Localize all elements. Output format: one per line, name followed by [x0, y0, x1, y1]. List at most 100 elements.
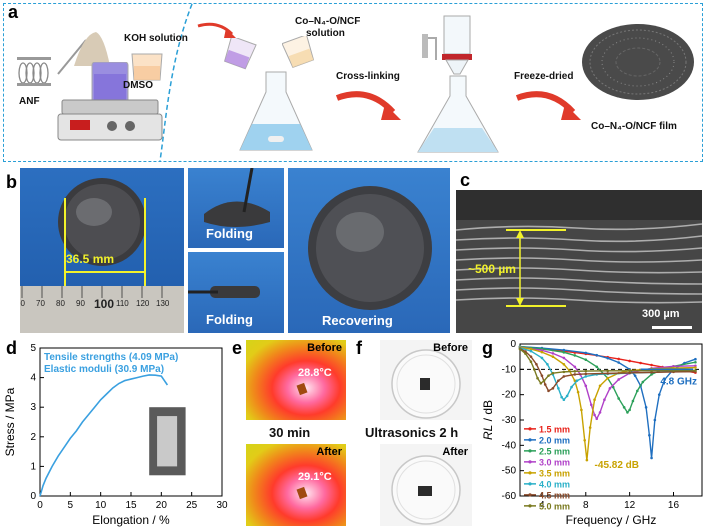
rl-series-point — [573, 373, 577, 376]
rl-series-point — [694, 360, 697, 364]
rl-series-point — [636, 389, 639, 393]
rl-series-point — [628, 371, 631, 375]
co-solution-label-2: solution — [306, 28, 345, 39]
rl-series-point — [584, 351, 588, 355]
ruler-tick: 120 — [136, 299, 150, 308]
rl-series-point — [551, 352, 555, 355]
rl-series-point — [598, 384, 602, 388]
red-arrow-1 — [197, 22, 236, 38]
legend-label: 2.0 mm — [539, 435, 570, 445]
photo-ruler-film: 36.5 mm 60 70 80 90 100 110 120 130 — [20, 168, 184, 333]
legend-label: 3.5 mm — [539, 468, 570, 478]
rl-series-point — [540, 374, 544, 377]
thermal-before-temp: 28.8°C — [298, 367, 332, 379]
rl-series-point — [639, 361, 642, 365]
anf-label: ANF — [19, 96, 40, 107]
rl-series-point — [694, 366, 697, 369]
y-tick-label: 4 — [30, 373, 36, 384]
rl-series-point — [650, 456, 653, 460]
rl-series-point — [546, 362, 549, 366]
x-tick-label: 10 — [95, 500, 107, 511]
y-tick-label: 2 — [30, 432, 36, 443]
y-tick-label: 1 — [30, 461, 36, 472]
folding-caption-1: Folding — [206, 226, 253, 241]
annotation-tensile: Tensile strengths (4.09 MPa) — [44, 352, 178, 363]
x-tick-label: 30 — [216, 500, 228, 511]
red-arrow-2 — [335, 91, 401, 120]
ruler-tick: 80 — [56, 299, 65, 308]
x-tick-label: 12 — [624, 500, 636, 511]
rl-series-point — [540, 356, 544, 360]
inset-clamp — [157, 416, 178, 467]
x-tick-label: 25 — [186, 500, 198, 511]
rl-series-point — [524, 352, 527, 355]
rl-series-point — [540, 350, 544, 354]
y-axis-label: Stress / MPa — [3, 387, 17, 456]
powder-pile-icon — [57, 32, 110, 75]
rl-series-point — [551, 355, 555, 358]
rl-series-point — [584, 375, 588, 378]
panel-a-divider — [159, 3, 193, 162]
rl-series-point — [648, 433, 651, 437]
legend-label: 4.0 mm — [539, 479, 570, 489]
rl-series-point — [650, 363, 653, 367]
rl-series-point — [547, 389, 550, 393]
rl-series-point — [576, 390, 580, 394]
legend-swatch-marker — [528, 438, 532, 442]
x-axis-label: Frequency / GHz — [566, 513, 657, 527]
rl-series-point — [595, 365, 599, 369]
rl-series-point — [606, 369, 610, 373]
panel-a-frame — [3, 3, 703, 162]
rl-series-point — [617, 361, 620, 364]
rl-series-point — [536, 376, 539, 380]
rl-series-point — [608, 387, 612, 390]
rl-series-point — [573, 354, 577, 357]
rl-series-point — [622, 406, 626, 409]
panel-label-d: d — [6, 338, 17, 358]
thermal-before-label: Before — [307, 342, 342, 354]
rl-series-point — [518, 347, 522, 351]
rl-series-point — [606, 372, 610, 375]
petri-after: After — [380, 444, 472, 526]
rl-series-point — [694, 357, 697, 361]
rl-series-point — [617, 378, 620, 381]
rl-series-point — [603, 398, 606, 402]
koh-beaker-icon — [131, 53, 163, 81]
anf-yarn-icon — [17, 57, 51, 86]
rl-series-point — [584, 372, 588, 376]
legend-label: 3.0 mm — [539, 457, 570, 467]
thermal-after-label: After — [316, 446, 342, 458]
ultrasonics-label: Ultrasonics 2 h — [365, 425, 459, 440]
rl-series-point — [633, 374, 637, 377]
x-tick-label: 15 — [125, 500, 137, 511]
erlenmeyer-flask-icon — [239, 71, 313, 151]
rl-series-point — [551, 371, 555, 375]
rl-series-point — [606, 356, 610, 360]
rl-series-point — [562, 351, 566, 354]
legend-swatch-marker — [528, 460, 532, 464]
y-axis-label-italic: RL — [481, 425, 495, 440]
pouring-beaker-right — [282, 36, 315, 68]
legend-label: 5.0 mm — [539, 501, 570, 511]
panel-label-g: g — [482, 338, 493, 358]
y-tick-label: -10 — [502, 364, 517, 375]
rl-series-point — [535, 362, 538, 366]
petri-before-label: Before — [433, 342, 468, 354]
rl-series-point — [584, 369, 588, 373]
rl-series-point — [573, 379, 577, 383]
thermal-after: After 29.1°C — [246, 444, 346, 526]
rl-series-point — [529, 347, 533, 351]
thermal-after-temp: 29.1°C — [298, 471, 332, 483]
x-axis-label: Elongation / % — [92, 513, 170, 527]
stress-strain-line — [39, 374, 169, 497]
rl-series-point — [529, 355, 533, 358]
rl-series-point — [570, 385, 573, 389]
x-tick-label: 5 — [68, 500, 74, 511]
legend-label: 4.5 mm — [539, 490, 570, 500]
crosslinking-label: Cross-linking — [336, 71, 400, 82]
rl-series-point — [628, 359, 631, 363]
rl-series-point — [588, 426, 592, 429]
min-rl-label: -45.82 dB — [595, 460, 639, 471]
rl-series-point — [650, 373, 653, 376]
